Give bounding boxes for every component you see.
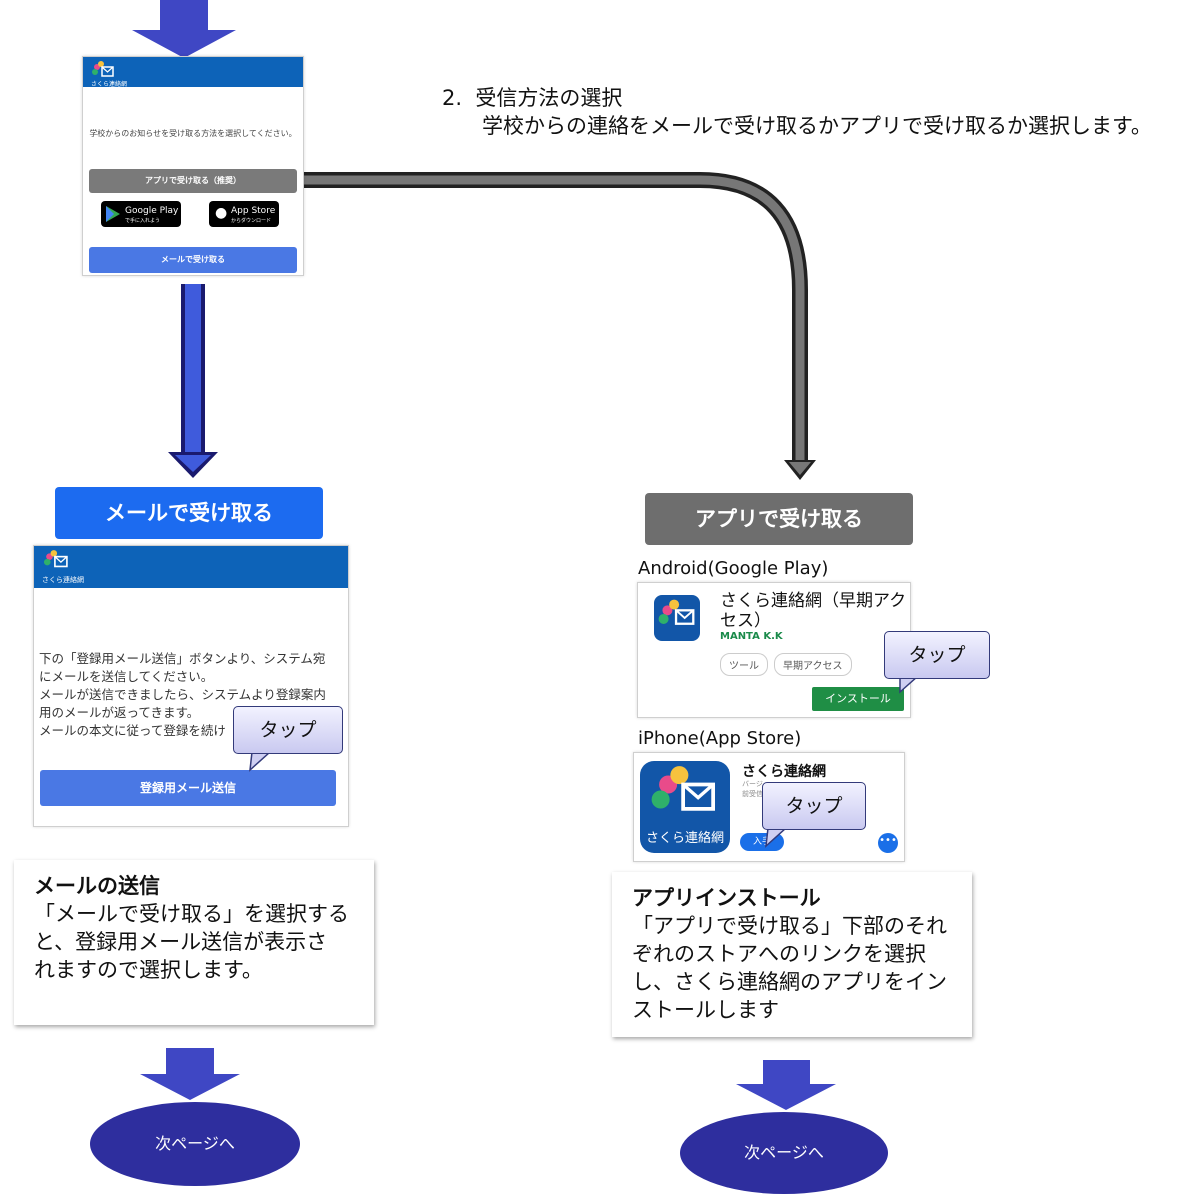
category-chip: ツール bbox=[720, 653, 768, 676]
mail-card-line: と、登録用メール送信が表示さ bbox=[34, 930, 328, 954]
step-number: 2. bbox=[442, 86, 463, 110]
app-card-line: 「アプリで受け取る」下部のそれ bbox=[632, 914, 947, 938]
mail-down-arrow bbox=[168, 284, 218, 478]
mail-card-line: 「メールで受け取る」を選択する bbox=[34, 902, 349, 926]
ios-app-name: さくら連絡網 bbox=[742, 764, 826, 780]
mail-phone-screenshot: さくら連絡網 下の「登録用メール送信」ボタンより、システム宛 にメールを送信して… bbox=[33, 545, 349, 827]
android-store-screenshot: さくら連絡網（早期アク セス） MANTA K.K ツール早期アクセス インスト… bbox=[637, 582, 911, 718]
android-app-name-line: セス） bbox=[720, 611, 771, 631]
mail-app-header: さくら連絡網 bbox=[34, 546, 348, 588]
google-play-badge[interactable]: Google Play で手に入れよう bbox=[101, 201, 181, 227]
app-header: さくら連絡網 bbox=[83, 57, 303, 88]
ios-app-icon: さくら連絡網 bbox=[640, 761, 730, 853]
top-down-arrow bbox=[132, 0, 236, 58]
android-heading: Android(Google Play) bbox=[638, 558, 829, 579]
app-store-badge[interactable]: ● App Store からダウンロード bbox=[209, 201, 279, 227]
top-message: 学校からのお知らせを受け取る方法を選択してください。 bbox=[89, 129, 297, 138]
sakura-logo-icon bbox=[92, 61, 114, 77]
app-description-card: アプリインストール 「アプリで受け取る」下部のそれ ぞれのストアへのリンクを選択… bbox=[612, 872, 972, 1037]
google-play-small: で手に入れよう bbox=[125, 218, 161, 224]
app-curve-arrow bbox=[300, 172, 816, 480]
mail-card-line: れますので選択します。 bbox=[34, 958, 263, 982]
android-developer: MANTA K.K bbox=[720, 631, 783, 642]
mail-line: メールが送信できましたら、システムより登録案内 bbox=[39, 687, 326, 702]
apple-icon: ● bbox=[215, 205, 228, 221]
mail-receive-button[interactable]: メールで受け取る bbox=[89, 247, 297, 273]
send-registration-mail-button[interactable]: 登録用メール送信 bbox=[40, 770, 336, 806]
mail-line: 下の「登録用メール送信」ボタンより、システム宛 bbox=[39, 651, 326, 666]
step-title: 受信方法の選択 bbox=[475, 86, 623, 110]
app-receive-button[interactable]: アプリで受け取る（推奨） bbox=[89, 169, 297, 193]
app-card-line: ストールします bbox=[632, 998, 779, 1022]
app-store-label: App Store bbox=[231, 206, 276, 216]
android-app-name: さくら連絡網（早期アク セス） bbox=[720, 591, 906, 631]
app-card-title: アプリインストール bbox=[632, 886, 821, 910]
play-triangle-icon bbox=[106, 206, 120, 222]
android-chips: ツール早期アクセス bbox=[720, 653, 858, 676]
logo-caption: さくら連絡網 bbox=[42, 576, 84, 584]
app-store-small: からダウンロード bbox=[231, 218, 272, 224]
mail-card-title: メールの送信 bbox=[34, 874, 160, 898]
ios-heading: iPhone(App Store) bbox=[638, 728, 802, 749]
android-tap-bubble: タップ bbox=[884, 631, 990, 679]
more-options-icon[interactable]: ••• bbox=[878, 833, 898, 853]
mail-line: メールの本文に従って登録を続け bbox=[39, 723, 226, 738]
android-install-button[interactable]: インストール bbox=[812, 687, 904, 711]
ios-tap-bubble: タップ bbox=[762, 782, 866, 830]
ios-subtitle-line: バージ bbox=[742, 780, 763, 788]
ios-subtitle-line: 前受信 bbox=[742, 790, 763, 798]
sakura-logo-icon bbox=[651, 766, 715, 811]
ios-logo-text: さくら連絡網 bbox=[645, 831, 724, 846]
mail-instructions: 下の「登録用メール送信」ボタンより、システム宛 にメールを送信してください。 メ… bbox=[39, 650, 344, 740]
mail-tap-bubble: タップ bbox=[233, 706, 343, 754]
sakura-logo-icon bbox=[44, 550, 68, 568]
mail-branch-label: メールで受け取る bbox=[55, 487, 323, 539]
step-description: 学校からの連絡をメールで受け取るかアプリで受け取るか選択します。 bbox=[482, 114, 1152, 138]
android-app-icon bbox=[654, 595, 700, 641]
logo-caption: さくら連絡網 bbox=[91, 81, 128, 88]
app-card-line: ぞれのストアへのリンクを選択 bbox=[632, 942, 926, 966]
android-app-name-line: さくら連絡網（早期アク bbox=[720, 591, 907, 611]
mail-line: 用のメールが返ってきます。 bbox=[39, 705, 200, 720]
app-next-page-button[interactable]: 次ページへ bbox=[680, 1112, 888, 1194]
app-card-line: し、さくら連絡網のアプリをイン bbox=[632, 970, 947, 994]
early-access-chip: 早期アクセス bbox=[774, 653, 852, 676]
mail-bottom-arrow bbox=[140, 1048, 240, 1100]
step-heading: 2. 受信方法の選択 学校からの連絡をメールで受け取るかアプリで受け取るか選択し… bbox=[442, 84, 1152, 140]
sakura-logo-icon bbox=[658, 599, 695, 625]
google-play-label: Google Play bbox=[125, 206, 179, 216]
ios-get-button[interactable]: 入手 bbox=[740, 833, 784, 851]
mail-description-card: メールの送信 「メールで受け取る」を選択する と、登録用メール送信が表示さ れま… bbox=[14, 860, 374, 1025]
top-phone-screenshot: さくら連絡網 学校からのお知らせを受け取る方法を選択してください。 アプリで受け… bbox=[82, 56, 304, 276]
mail-line: にメールを送信してください。 bbox=[39, 669, 214, 684]
app-branch-label: アプリで受け取る bbox=[645, 493, 913, 545]
mail-next-page-button[interactable]: 次ページへ bbox=[90, 1102, 300, 1186]
app-bottom-arrow bbox=[736, 1060, 836, 1110]
ios-subtitle: バージ 前受信 bbox=[742, 779, 763, 799]
